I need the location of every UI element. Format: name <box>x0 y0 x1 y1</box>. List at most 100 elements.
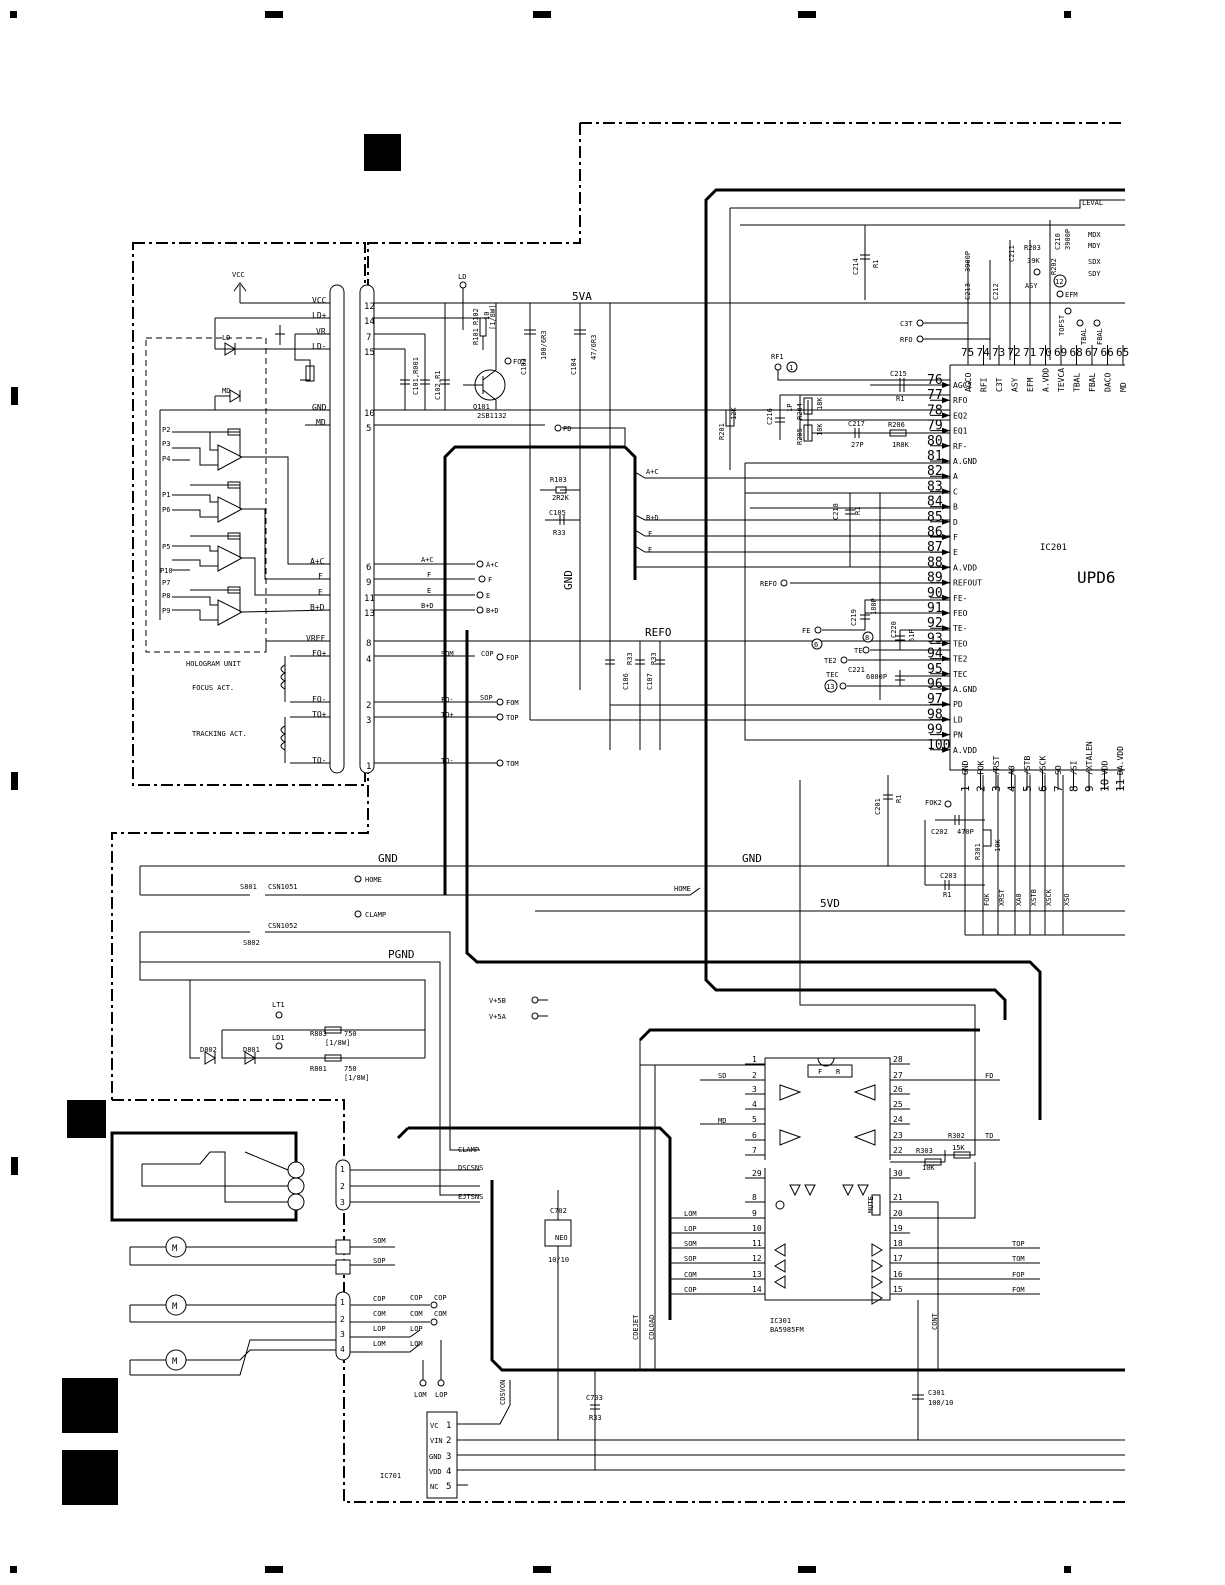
svg-text:9: 9 <box>366 578 371 588</box>
svg-text:A+C: A+C <box>646 468 659 476</box>
ic201-top-pin-name: C3T <box>995 377 1004 392</box>
ic201-pin-arrow <box>942 488 950 495</box>
svg-text:C203: C203 <box>940 872 957 880</box>
tp-e[interactable] <box>476 591 484 599</box>
tp-cop[interactable] <box>430 1301 438 1309</box>
ic201-pin-arrow <box>942 701 950 708</box>
tp-bd[interactable] <box>476 606 484 614</box>
tp-lom[interactable] <box>419 1379 427 1387</box>
svg-text:EFM: EFM <box>1065 291 1078 299</box>
svg-text:SDY: SDY <box>1088 270 1101 278</box>
ic201-top-pin-num: 65 <box>1116 346 1129 359</box>
svg-text:SOM: SOM <box>684 1240 697 1248</box>
svg-text:1: 1 <box>340 1165 345 1174</box>
tp-refo[interactable] <box>780 579 788 587</box>
ic201-pin-num: 97 <box>927 692 943 707</box>
svg-text:TE: TE <box>854 647 862 655</box>
tp-home[interactable] <box>354 875 362 883</box>
tp-tom[interactable] <box>496 759 504 767</box>
ic301-left-pin-num: 2 <box>752 1071 757 1080</box>
pickup-pin-numbers: 12 14 7 15 10 5 6 9 11 13 8 4 2 3 1 <box>364 302 375 772</box>
svg-text:TO-: TO- <box>441 757 454 765</box>
tp-fop[interactable] <box>496 653 504 661</box>
ic201-pin-arrow <box>942 427 950 434</box>
tp-ld[interactable] <box>459 281 467 289</box>
svg-text:F: F <box>427 571 431 579</box>
svg-text:14: 14 <box>364 317 375 327</box>
svg-text:C211: C211 <box>1008 245 1016 262</box>
svg-text:TEC: TEC <box>826 671 839 679</box>
svg-text:7: 7 <box>366 333 371 343</box>
svg-text:C703: C703 <box>586 1394 603 1402</box>
svg-text:TO+: TO+ <box>441 711 454 719</box>
svg-text:CSN1052: CSN1052 <box>268 922 298 930</box>
tp-tec[interactable] <box>839 682 847 690</box>
svg-text:RFO: RFO <box>900 336 913 344</box>
tp-ld1[interactable] <box>504 357 512 365</box>
tp-lt1[interactable] <box>275 1042 283 1050</box>
tp-rf1[interactable] <box>774 363 782 371</box>
svg-text:1: 1 <box>340 1298 345 1307</box>
ic201-pin-num: 82 <box>927 464 943 479</box>
ic201-top-pin-name: RFI <box>980 377 989 392</box>
svg-text:P5: P5 <box>162 543 170 551</box>
ic201-pin-arrow <box>942 579 950 586</box>
tp-lt2[interactable] <box>275 1011 283 1019</box>
ic201-pin-arrow <box>942 473 950 480</box>
tp-te[interactable] <box>862 646 870 654</box>
ic201-top-pin-num: 73 <box>992 346 1005 359</box>
ic201-pin-arrow <box>942 564 950 571</box>
tp-v5a[interactable] <box>531 1012 539 1020</box>
tp-te2[interactable] <box>840 656 848 664</box>
svg-text:R101: R101 <box>472 328 480 345</box>
ic201-pin-arrow <box>942 458 950 464</box>
tp-fom[interactable] <box>496 698 504 706</box>
tp-com[interactable] <box>430 1318 438 1326</box>
svg-text:R206: R206 <box>888 421 905 429</box>
lbl-vr: VR <box>316 327 326 336</box>
tp-ac[interactable] <box>476 560 484 568</box>
ic301-right-pin-num: 15 <box>893 1285 903 1294</box>
ic301-right-pin-num: 21 <box>893 1193 903 1202</box>
svg-text:47/6R3: 47/6R3 <box>590 335 598 360</box>
ic201-chip: IC201 UPD6 <box>949 364 1125 771</box>
ic201-pin-name: F <box>953 533 958 542</box>
svg-text:M: M <box>172 1302 178 1312</box>
svg-text:D802: D802 <box>200 1046 217 1054</box>
ic201-part: UPD6 <box>1077 568 1116 587</box>
ic201-bottom-pin-name: /STB <box>1023 756 1032 775</box>
ic201-left-components: RF1 1 C215 R1 R201 12K C216 1P R204 18K … <box>530 208 950 741</box>
tp-fe[interactable] <box>814 626 822 634</box>
svg-text:10: 10 <box>364 409 375 419</box>
ic301-right-pin-num: 18 <box>893 1239 903 1248</box>
ic201-bottom-pin-name: VDD <box>1101 760 1110 775</box>
svg-text:R1: R1 <box>872 260 880 268</box>
ic201-bottom-pin-name: FOK <box>977 760 986 775</box>
lbl-ldm: LD- <box>312 342 326 351</box>
svg-text:C3T: C3T <box>900 320 913 328</box>
ic201-pin-num: 96 <box>927 677 943 692</box>
svg-text:C104: C104 <box>570 358 578 375</box>
tp-v5b[interactable] <box>531 996 539 1004</box>
tp-top[interactable] <box>496 713 504 721</box>
ic201-bottom-pin-num: 4 <box>1006 785 1019 792</box>
svg-text:P2: P2 <box>162 426 170 434</box>
svg-text:R303: R303 <box>916 1147 933 1155</box>
tp-f[interactable] <box>478 575 486 583</box>
ic201-bottom-pin-name: SO <box>1054 765 1063 775</box>
svg-text:R803: R803 <box>310 1030 327 1038</box>
svg-text:R1: R1 <box>895 795 903 803</box>
tp-lop[interactable] <box>437 1379 445 1387</box>
ic201-pin-arrow <box>942 442 950 449</box>
svg-text:XSCK: XSCK <box>1045 888 1053 906</box>
svg-text:C103: C103 <box>520 358 528 375</box>
ic201-pin-name: A <box>953 472 958 481</box>
svg-text:COP: COP <box>373 1295 386 1303</box>
tp-pd[interactable] <box>554 424 562 432</box>
svg-text:R102: R102 <box>472 308 480 325</box>
svg-text:SOP: SOP <box>480 694 493 702</box>
ic301-right-pin-num: 27 <box>893 1071 903 1080</box>
lower-nets: GND GND 5VD HOME HOME S801 CSN1051 CLAMP… <box>139 852 1125 1196</box>
svg-text:[1/8W]: [1/8W] <box>344 1074 369 1082</box>
tp-clamp[interactable] <box>354 910 362 918</box>
